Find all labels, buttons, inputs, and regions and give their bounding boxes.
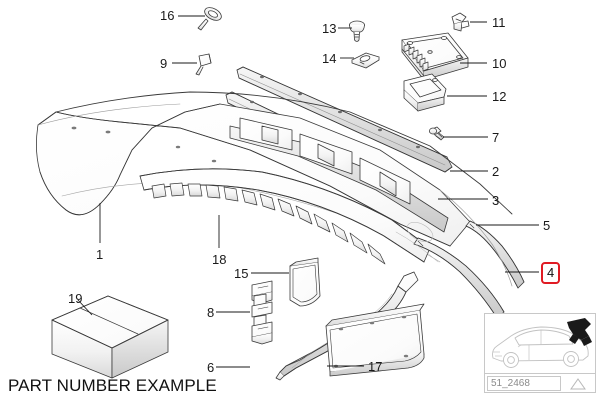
callout-6[interactable]: 6 xyxy=(207,360,215,375)
callout-18[interactable]: 18 xyxy=(212,252,227,267)
callout-8[interactable]: 8 xyxy=(207,305,215,320)
part-5-edge-molding-upper xyxy=(465,220,525,289)
callout-17[interactable]: 17 xyxy=(368,359,383,374)
callout-13[interactable]: 13 xyxy=(322,21,337,36)
callout-16[interactable]: 16 xyxy=(160,8,175,23)
part-15-foam-pad xyxy=(289,257,321,307)
leader-line-19 xyxy=(77,299,93,316)
part-2-trim-strip-upper xyxy=(236,66,453,173)
callout-2[interactable]: 2 xyxy=(492,164,500,179)
callout-leader-lines xyxy=(77,15,539,368)
part-8-tab-bracket xyxy=(251,280,273,345)
part-9-clip xyxy=(195,53,212,76)
callout-15[interactable]: 15 xyxy=(234,266,249,281)
callout-14[interactable]: 14 xyxy=(322,51,337,66)
highlight-region xyxy=(567,318,592,346)
part-12-mounting-bracket xyxy=(403,73,447,112)
callout-1[interactable]: 1 xyxy=(96,247,104,262)
body-panel-fragment xyxy=(395,189,513,287)
part-code-label: 51_2468 xyxy=(487,376,561,391)
thumbnail-footer: 51_2468 xyxy=(485,374,595,393)
part-17-cover-plate xyxy=(325,303,425,377)
part-7-bolt xyxy=(428,126,445,141)
callout-19[interactable]: 19 xyxy=(68,291,83,306)
callout-3[interactable]: 3 xyxy=(492,193,500,208)
page-title: PART NUMBER EXAMPLE xyxy=(8,376,217,395)
callout-12[interactable]: 12 xyxy=(492,89,507,104)
callout-4[interactable]: 4 xyxy=(541,262,561,284)
part-18-absorber-ribs xyxy=(139,168,431,265)
vehicle-outline-art xyxy=(492,318,592,368)
callout-5[interactable]: 5 xyxy=(543,218,551,233)
bumper-carrier-beam xyxy=(229,117,449,233)
part-11-bracket-clip xyxy=(451,12,470,32)
part-13-screw xyxy=(349,20,365,42)
callout-7[interactable]: 7 xyxy=(492,130,500,145)
callout-10[interactable]: 10 xyxy=(492,56,507,71)
part-14-expansion-nut xyxy=(351,52,380,69)
part-16-eyelet-tool xyxy=(197,7,222,31)
part-19-carton-box xyxy=(51,295,169,379)
callout-11[interactable]: 11 xyxy=(492,15,506,30)
part-10-impact-absorber xyxy=(401,32,469,81)
cover-arch-detail xyxy=(406,222,434,242)
vehicle-location-thumbnail[interactable]: 51_2468 xyxy=(484,313,596,393)
callout-9[interactable]: 9 xyxy=(160,56,168,71)
thumbnail-divider xyxy=(485,373,595,374)
warning-triangle-icon xyxy=(561,377,595,390)
